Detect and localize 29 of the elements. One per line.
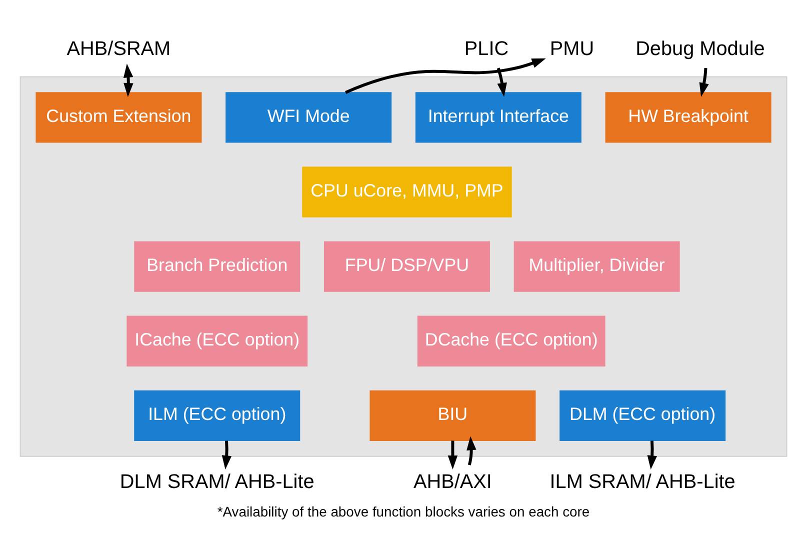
arrow bbox=[699, 68, 709, 96]
node-box: BIU bbox=[370, 390, 536, 441]
node-text: AHB/SRAM bbox=[66, 37, 171, 60]
caption: *Availability of the above function blocks varies on each core bbox=[217, 502, 590, 519]
node-box: DLM (ECC option) bbox=[560, 390, 726, 441]
node-box: WFI Mode bbox=[226, 92, 392, 142]
node-box: ILM (ECC option) bbox=[134, 390, 300, 441]
arrow bbox=[647, 440, 658, 469]
node-box: FPU/ DSP/VPU bbox=[324, 240, 490, 292]
node-text: AHB/AXI bbox=[413, 470, 492, 493]
node-text: DLM SRAM/ AHB-Lite bbox=[120, 470, 314, 493]
node-box: CPU uCore, MMU, PMP bbox=[302, 166, 512, 217]
node-text: ILM SRAM/ AHB-Lite bbox=[550, 470, 736, 493]
node-box: Interrupt Interface bbox=[415, 92, 582, 142]
arrow bbox=[222, 440, 232, 469]
node-box: Branch Prediction bbox=[134, 240, 300, 292]
arrow bbox=[448, 440, 458, 469]
node-box: DCache (ECC option) bbox=[417, 315, 606, 366]
node-text: PMU bbox=[550, 37, 594, 60]
arrow bbox=[345, 58, 546, 94]
node-box: HW Breakpoint bbox=[605, 92, 772, 142]
node-box: ICache (ECC option) bbox=[126, 315, 308, 366]
node-box: Multiplier, Divider bbox=[514, 240, 680, 292]
node-text: Debug Module bbox=[636, 37, 765, 60]
node-box: Custom Extension bbox=[36, 92, 202, 142]
arrow bbox=[123, 63, 134, 96]
arrow bbox=[496, 67, 507, 96]
arrow bbox=[466, 436, 476, 465]
node-text: PLIC bbox=[464, 37, 509, 60]
